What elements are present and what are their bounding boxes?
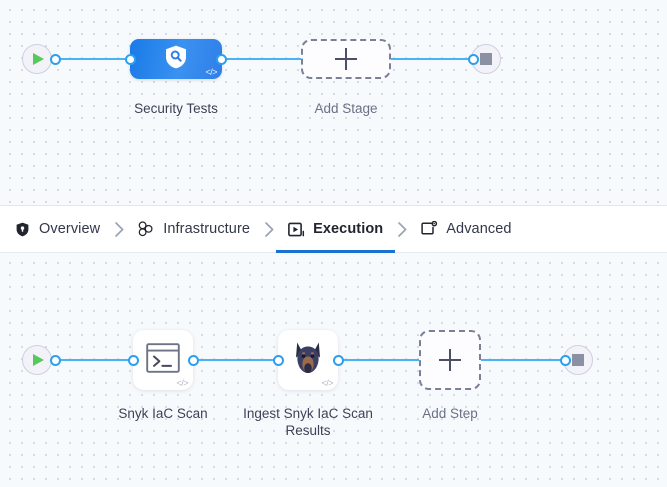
step-start-output-port[interactable]: [50, 354, 61, 366]
tab-advanced[interactable]: Advanced: [421, 206, 511, 252]
security-tests-input-port[interactable]: [125, 53, 136, 65]
card-settings-icon: [421, 221, 438, 238]
step-node-ingest-snyk-iac-scan-results[interactable]: </>: [278, 330, 338, 390]
tab-separator-chevron-right-icon-2: [250, 221, 288, 238]
edge-snyk-iac-scan-to-ingest: [194, 359, 279, 361]
code-badge-icon: </>: [205, 67, 217, 77]
code-badge-icon: </>: [321, 378, 333, 388]
tab-label-overview: Overview: [39, 221, 101, 237]
snyk-dog-icon: [293, 341, 323, 380]
edge-security-tests-to-add-stage: [222, 58, 302, 60]
tab-separator-chevron-right-icon: [100, 221, 138, 238]
play-icon: [33, 53, 44, 65]
tab-infrastructure[interactable]: Infrastructure: [138, 206, 250, 252]
edge-add-stage-to-end: [391, 58, 473, 60]
security-tests-output-port[interactable]: [216, 53, 227, 65]
add-step-button[interactable]: [419, 330, 481, 390]
plus-icon: [335, 48, 357, 70]
edge-start-to-snyk-iac-scan: [56, 359, 134, 361]
play-box-icon: [288, 221, 305, 238]
shield-icon: [14, 221, 31, 238]
stop-icon: [480, 53, 492, 65]
start-node-output-port[interactable]: [50, 53, 61, 65]
stage-label-add-stage: Add Stage: [314, 101, 378, 116]
terminal-icon: [146, 342, 180, 378]
snyk-iac-scan-output-port[interactable]: [188, 354, 199, 366]
stage-node-security-tests[interactable]: </>: [130, 39, 222, 79]
tab-overview[interactable]: Overview: [14, 206, 100, 252]
pipeline-tabbar: Overview Infrastructure Exec: [0, 205, 667, 253]
pipeline-start-node[interactable]: [22, 44, 52, 74]
tab-execution[interactable]: Execution: [276, 206, 396, 253]
add-stage-button[interactable]: [301, 39, 391, 79]
snyk-iac-scan-input-port[interactable]: [128, 354, 139, 366]
tab-label-infrastructure: Infrastructure: [163, 221, 251, 237]
code-badge-icon: </>: [176, 378, 188, 388]
stage-label-security-tests: Security Tests: [134, 101, 218, 116]
ingest-results-input-port[interactable]: [273, 354, 284, 366]
end-node-input-port[interactable]: [468, 53, 479, 65]
stage-pipeline-canvas[interactable]: </> Security Tests Add Stage: [0, 0, 667, 205]
step-node-snyk-iac-scan[interactable]: </>: [133, 330, 193, 390]
step-label-snyk-iac-scan: Snyk IaC Scan: [118, 406, 208, 421]
edge-start-to-security-tests: [56, 58, 130, 60]
tab-label-execution: Execution: [313, 221, 384, 237]
tab-label-advanced: Advanced: [446, 221, 512, 237]
tab-separator-chevron-right-icon-3: [383, 221, 421, 238]
ingest-results-output-port[interactable]: [333, 354, 344, 366]
play-icon: [33, 354, 44, 366]
step-end-input-port[interactable]: [560, 354, 571, 366]
step-label-add-step: Add Step: [422, 406, 478, 421]
stop-icon: [572, 354, 584, 366]
edge-add-step-to-end: [481, 359, 561, 361]
step-pipeline-canvas[interactable]: </>: [0, 253, 667, 487]
step-label-ingest-snyk-iac-scan-results: Ingest Snyk IaC Scan Results: [243, 406, 373, 438]
plus-icon: [439, 349, 461, 371]
nodes-cluster-icon: [138, 221, 155, 238]
shield-search-icon: [164, 44, 188, 75]
step-pipeline-start-node[interactable]: [22, 345, 52, 375]
edge-ingest-to-add-step: [339, 359, 421, 361]
